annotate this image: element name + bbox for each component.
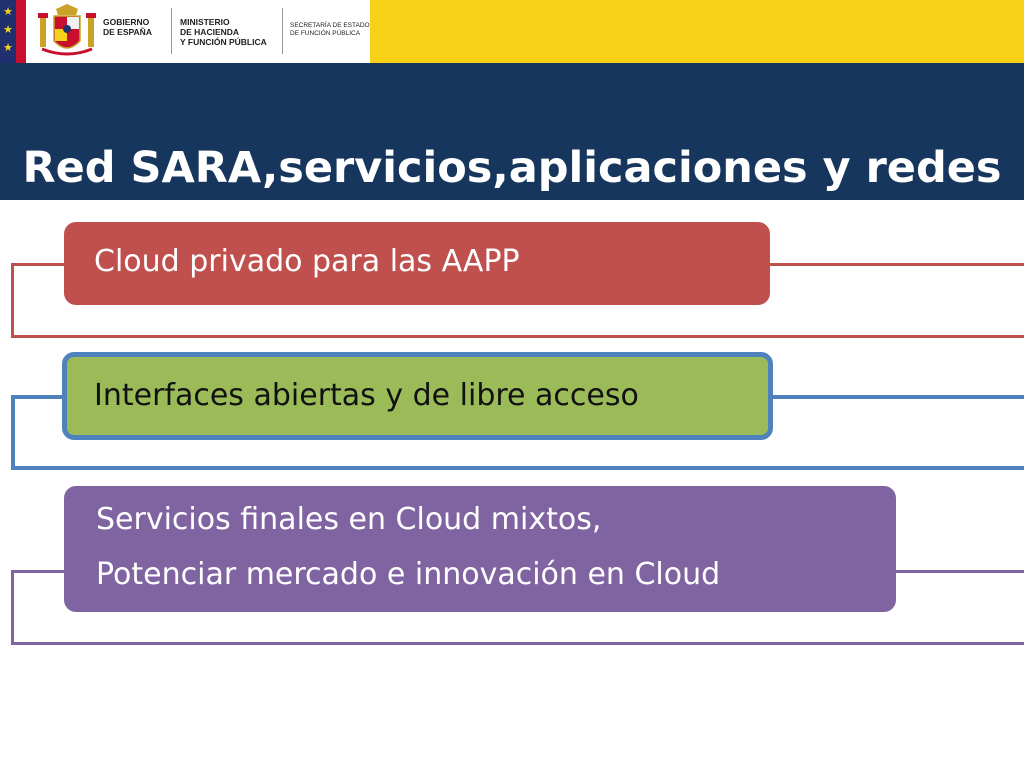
eu-flag-strip: ★ ★ ★ bbox=[0, 0, 16, 63]
list-item-label: Potenciar mercado e innovación en Cloud bbox=[96, 557, 721, 592]
star-icon: ★ bbox=[3, 5, 13, 18]
star-icon: ★ bbox=[3, 41, 13, 54]
org-secretaria-label: SECRETARÍA DE ESTADO DE FUNCIÓN PÚBLICA bbox=[290, 22, 370, 37]
list-item-cloud-privado: Cloud privado para las AAPP bbox=[64, 222, 770, 305]
org-gobierno-label: GOBIERNO DE ESPAÑA bbox=[103, 17, 152, 37]
list-item-servicios: Servicios finales en Cloud mixtos, Poten… bbox=[64, 486, 896, 612]
slide-title-line: Red SARA,servicios,aplicaciones y redes bbox=[22, 143, 1002, 193]
list-item-label: Cloud privado para las AAPP bbox=[94, 244, 520, 279]
coat-of-arms-icon bbox=[38, 4, 96, 56]
header-band: ★ ★ ★ GOBIERNO DE ESPAÑA MINISTERIO DE H… bbox=[0, 0, 1024, 63]
org-ministerio-label: MINISTERIO DE HACIENDA Y FUNCIÓN PÚBLICA bbox=[180, 17, 267, 47]
star-icon: ★ bbox=[3, 23, 13, 36]
title-band bbox=[0, 63, 1024, 200]
spain-flag-strip bbox=[16, 0, 26, 63]
list-item-label: Interfaces abiertas y de libre acceso bbox=[94, 378, 639, 413]
list-item-label: Servicios finales en Cloud mixtos, bbox=[96, 502, 602, 537]
divider bbox=[282, 8, 283, 54]
list-item-interfaces: Interfaces abiertas y de libre acceso bbox=[62, 352, 773, 440]
slide-title: Red SARA,servicios,aplicaciones y redes … bbox=[0, 72, 1024, 392]
divider bbox=[171, 8, 172, 54]
